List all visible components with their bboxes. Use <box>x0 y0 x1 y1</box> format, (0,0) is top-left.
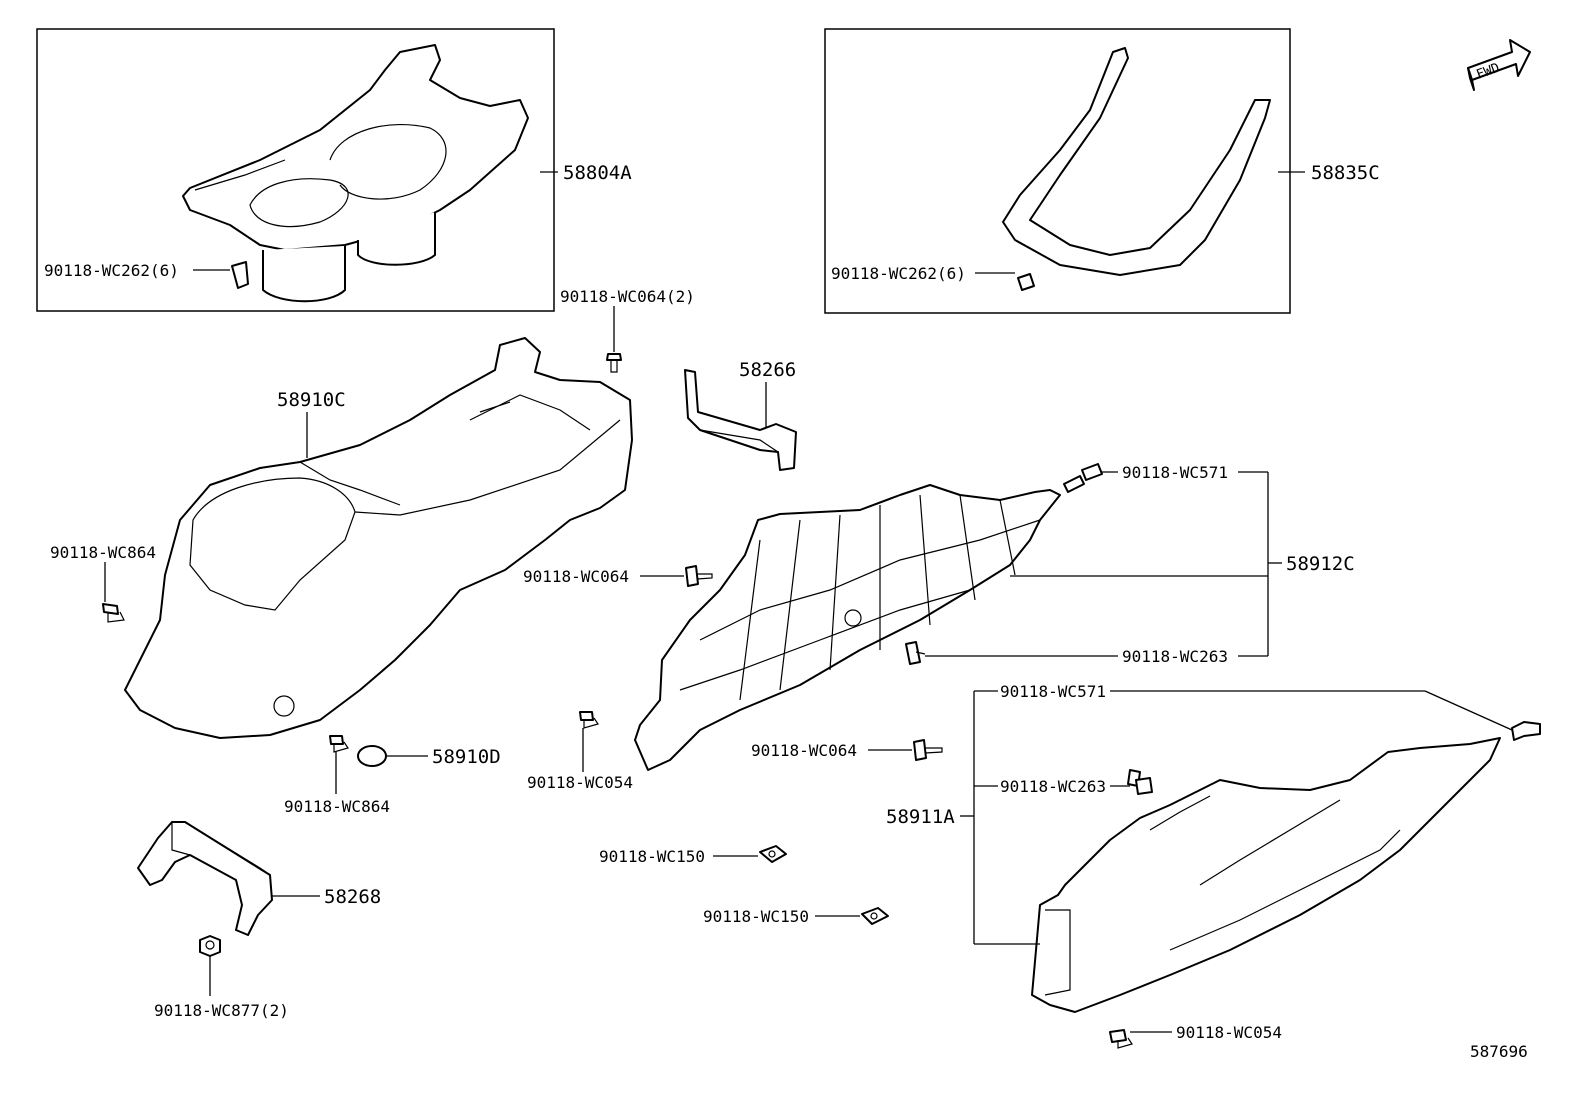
callout-90118-wc054-bottom[interactable]: 90118-WC054 <box>1176 1023 1282 1042</box>
callout-58911a[interactable]: 58911A <box>886 806 955 828</box>
callout-90118-wc571-upper[interactable]: 90118-WC571 <box>1122 463 1228 482</box>
pin-wc571-upper[interactable] <box>1063 463 1103 493</box>
inset-box-58835c <box>824 28 1291 314</box>
callout-90118-wc262-left[interactable]: 90118-WC262(6) <box>44 261 179 280</box>
callout-90118-wc064-2[interactable]: 90118-WC064(2) <box>560 287 695 306</box>
callout-58268[interactable]: 58268 <box>324 886 381 908</box>
callout-90118-wc571-lower[interactable]: 90118-WC571 <box>1000 682 1106 701</box>
callout-90118-wc864-left[interactable]: 90118-WC864 <box>50 543 156 562</box>
clip-wc150-lower[interactable] <box>861 907 889 925</box>
callout-90118-wc064-middle[interactable]: 90118-WC064 <box>523 567 629 586</box>
callout-58804a[interactable]: 58804A <box>563 162 632 184</box>
forward-direction-arrow-icon: FWD <box>1467 39 1531 91</box>
clip-wc263-upper[interactable] <box>905 641 926 665</box>
screw-wc864-bottom[interactable] <box>329 735 349 753</box>
screw-wc054-middle[interactable] <box>579 711 599 729</box>
callout-90118-wc263-upper[interactable]: 90118-WC263 <box>1122 647 1228 666</box>
part-58835c-trim-bezel[interactable] <box>1002 47 1271 276</box>
nut-wc877[interactable] <box>199 935 221 957</box>
clip-wc262-left[interactable] <box>231 261 249 289</box>
callout-90118-wc150-upper[interactable]: 90118-WC150 <box>599 847 705 866</box>
screw-wc054-bottom[interactable] <box>1109 1029 1133 1049</box>
clip-wc262-right[interactable] <box>1017 273 1035 291</box>
part-58266-bracket[interactable] <box>684 369 797 471</box>
inset-box-58804a <box>36 28 555 312</box>
part-58804a-console-panel[interactable] <box>182 44 529 303</box>
part-58268-bracket[interactable] <box>137 821 273 936</box>
screw-wc864-left[interactable] <box>102 603 125 623</box>
callout-90118-wc877-2[interactable]: 90118-WC877(2) <box>154 1001 289 1020</box>
part-58910c-console-body[interactable] <box>124 337 633 739</box>
callout-90118-wc064-lower[interactable]: 90118-WC064 <box>751 741 857 760</box>
callout-58912c[interactable]: 58912C <box>1286 553 1355 575</box>
callout-58910c[interactable]: 58910C <box>277 389 346 411</box>
callout-90118-wc262-right[interactable]: 90118-WC262(6) <box>831 264 966 283</box>
callout-90118-wc054-middle[interactable]: 90118-WC054 <box>527 773 633 792</box>
pin-wc571-lower[interactable] <box>1511 721 1541 741</box>
callout-58266[interactable]: 58266 <box>739 359 796 381</box>
callout-58910d[interactable]: 58910D <box>432 746 501 768</box>
part-58912c-side-panel[interactable] <box>634 484 1061 771</box>
part-58911a-side-panel[interactable] <box>1031 737 1501 1013</box>
screw-wc064-2[interactable] <box>606 353 622 373</box>
callout-90118-wc864-bottom[interactable]: 90118-WC864 <box>284 797 390 816</box>
callout-90118-wc263-lower[interactable]: 90118-WC263 <box>1000 777 1106 796</box>
clip-wc263-lower[interactable] <box>1127 769 1153 795</box>
screw-wc064-middle[interactable] <box>685 565 713 587</box>
part-58910d-cap[interactable] <box>357 745 387 767</box>
clip-wc150-upper[interactable] <box>759 845 787 863</box>
screw-wc064-lower[interactable] <box>913 739 943 761</box>
callout-58835c[interactable]: 58835C <box>1311 162 1380 184</box>
callout-90118-wc150-lower[interactable]: 90118-WC150 <box>703 907 809 926</box>
diagram-id: 587696 <box>1470 1042 1528 1061</box>
